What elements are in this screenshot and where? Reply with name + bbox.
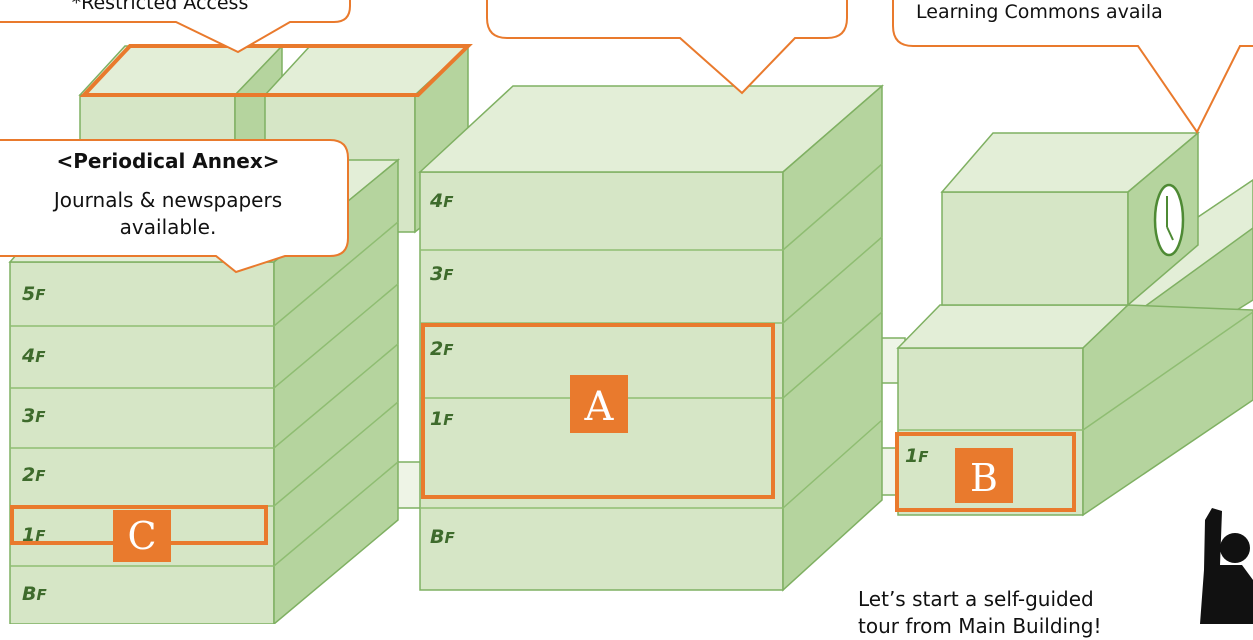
annex-floor-2f: 2F — [22, 464, 46, 486]
main-building — [420, 86, 882, 590]
callout-periodical-line2: available. — [120, 215, 217, 239]
main-floor-3f: 3F — [430, 263, 454, 285]
svg-text:Learning Commons availa: Learning Commons availa — [916, 1, 1163, 23]
callout-learning-commons: Learning Commons availa — [893, 0, 1253, 132]
svg-text:A: A — [584, 384, 615, 430]
annex-floor-5f: 5F — [22, 283, 46, 305]
annex-floor-3f: 3F — [22, 405, 46, 427]
main-floor-4f: 4F — [429, 190, 454, 212]
area-c-badge: C — [113, 510, 171, 562]
svg-text:B: B — [970, 456, 998, 500]
callout-main-building — [487, 0, 847, 93]
library-building-map: 5F 4F 3F 2F 1F BF C 4F 3F 2F 1F BF A — [0, 0, 1253, 624]
tour-line-2: tour from Main Building! — [858, 613, 1178, 640]
svg-text:C: C — [127, 514, 156, 558]
main-floor-bf: BF — [430, 526, 455, 548]
clock-icon — [1155, 185, 1183, 255]
east-floor-1f: 1F — [905, 445, 929, 467]
annex-floor-bf: BF — [22, 583, 47, 605]
callout-periodical-annex: <Periodical Annex> Journals & newspapers… — [0, 140, 348, 272]
annex-floor-4f: 4F — [21, 345, 46, 367]
svg-text:*Restricted Access: *Restricted Access — [72, 0, 249, 14]
callout-periodical-line1: Journals & newspapers — [52, 188, 282, 212]
area-b-badge: B — [955, 448, 1013, 503]
area-a-badge: A — [570, 375, 628, 433]
person-pointing-icon — [1200, 508, 1253, 624]
tour-instruction: Let’s start a self-guided tour from Main… — [858, 586, 1178, 640]
main-floor-1f: 1F — [430, 408, 454, 430]
tour-line-1: Let’s start a self-guided — [858, 586, 1178, 613]
main-floor-2f: 2F — [430, 338, 454, 360]
callout-periodical-title: <Periodical Annex> — [57, 149, 280, 173]
